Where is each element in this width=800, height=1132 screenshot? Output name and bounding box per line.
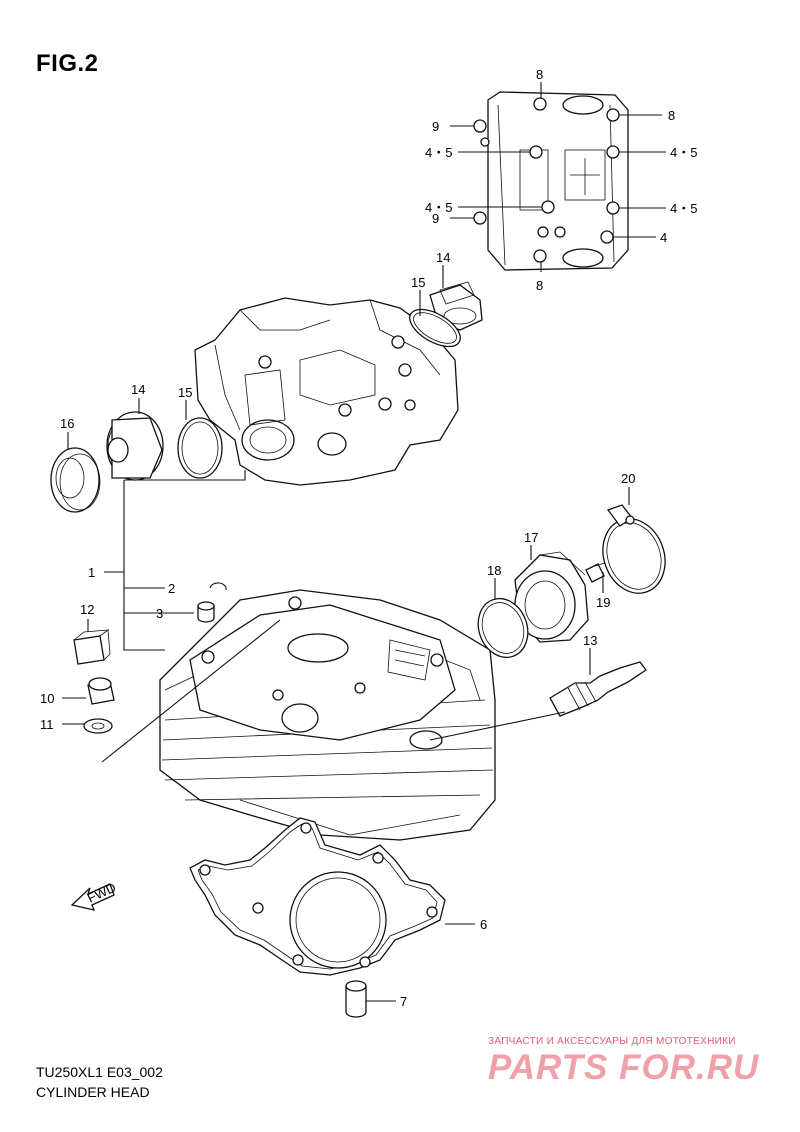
o-ring-left	[177, 417, 223, 479]
callout-12: 12	[80, 602, 94, 617]
cylinder-head-lower	[159, 589, 496, 841]
callout-2: 2	[168, 581, 175, 596]
washer	[83, 718, 113, 734]
callout-3: 3	[156, 606, 163, 621]
callout-18: 18	[487, 563, 501, 578]
callout-17: 17	[524, 530, 538, 545]
callout-4: 4	[660, 230, 667, 245]
callout-4-5-upper-right: 4・5	[670, 145, 697, 160]
callout-13: 13	[583, 633, 597, 648]
callout-8-top: 8	[536, 67, 543, 82]
watermark-logo: PARTS FOR.RU	[488, 1048, 760, 1087]
callout-11: 11	[40, 717, 54, 732]
intake-screw	[585, 561, 609, 583]
watermark-tagline: ЗАПЧАСТИ И АКСЕССУАРЫ ДЛЯ МОТОТЕХНИКИ	[488, 1036, 736, 1047]
head-gasket	[189, 817, 446, 976]
intake-pipe	[514, 551, 589, 643]
callout-10: 10	[40, 691, 54, 706]
fwd-arrow-icon: FWD	[70, 880, 118, 911]
cap-nut	[87, 677, 115, 705]
intake-ring	[50, 447, 101, 513]
callout-8-bottom: 8	[536, 278, 543, 293]
callout-labels: 8 8 8 9 9 4・5 4・5 4・5 4・5 4 14 15 14 15 …	[40, 67, 697, 1009]
leader-lines	[62, 265, 630, 1002]
callout-1: 1	[88, 565, 95, 580]
o-ring-intake	[477, 597, 529, 659]
figure-title: FIG.2	[36, 50, 99, 77]
cylinder-head-upper	[194, 297, 459, 486]
callout-8-right: 8	[668, 108, 675, 123]
callout-4-5-lower-left: 4・5	[425, 200, 452, 215]
callout-4-5-lower-right: 4・5	[670, 201, 697, 216]
dowel-small	[197, 601, 215, 623]
callout-16: 16	[60, 416, 74, 431]
callout-15-top: 15	[411, 275, 425, 290]
callout-7: 7	[400, 994, 407, 1009]
dowel-pin	[345, 980, 367, 1018]
spark-plug	[549, 661, 647, 717]
callout-14-top: 14	[436, 250, 450, 265]
callout-14-left: 14	[131, 382, 145, 397]
callout-19: 19	[596, 595, 610, 610]
rubber-cap	[73, 629, 111, 665]
callout-20: 20	[621, 471, 635, 486]
callout-9-lower: 9	[432, 211, 439, 226]
callout-4-5-upper-left: 4・5	[425, 145, 452, 160]
model-code: TU250XL1 E03_002	[36, 1064, 163, 1080]
o-ring-top	[409, 308, 461, 348]
diagram-caption: CYLINDER HEAD	[36, 1084, 150, 1100]
hose-clamp	[602, 504, 666, 594]
callout-9-upper: 9	[432, 119, 439, 134]
bolt-pattern-view	[450, 82, 666, 272]
callout-15-left: 15	[178, 385, 192, 400]
fwd-label: FWD	[85, 880, 118, 906]
cam-end-plug-left	[106, 411, 164, 481]
callout-6: 6	[480, 917, 487, 932]
circlip	[209, 582, 227, 591]
